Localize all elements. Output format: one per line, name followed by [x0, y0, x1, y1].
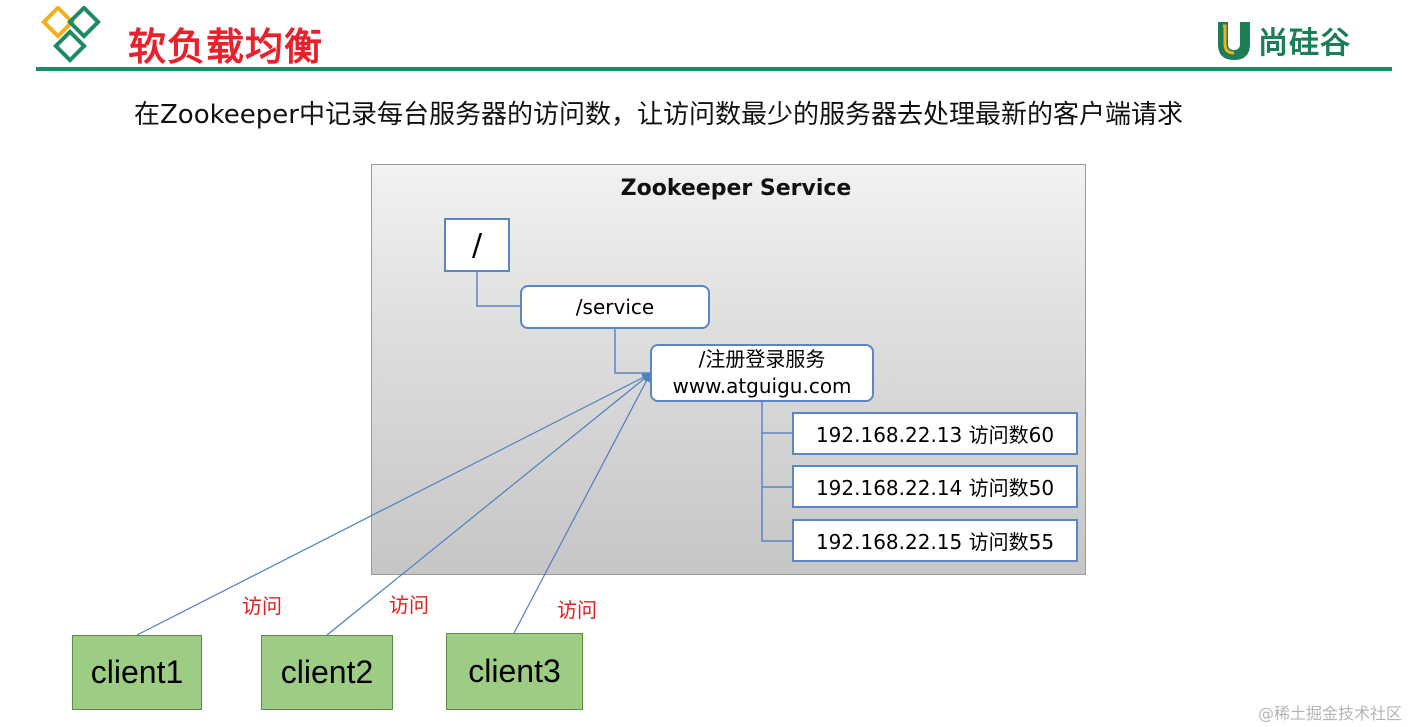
brand-logo: 尚硅谷	[1214, 18, 1351, 62]
server-node: 192.168.22.15 访问数55	[792, 519, 1078, 562]
znode-login-service-name: /注册登录服务	[698, 347, 826, 371]
watermark-text: @稀土掘金技术社区	[1258, 704, 1403, 723]
access-label: 访问	[242, 594, 282, 618]
client-node: client1	[72, 635, 202, 710]
client-node: client3	[446, 633, 583, 710]
znode-root: /	[444, 218, 510, 272]
brand-name: 尚硅谷	[1258, 26, 1351, 61]
u-badge-icon	[1218, 22, 1250, 60]
server-node: 192.168.22.14 访问数50	[792, 465, 1078, 508]
access-label: 访问	[389, 593, 429, 617]
diamond-logo-icon	[41, 6, 101, 63]
header-divider	[36, 67, 1392, 71]
znode-login-service: /注册登录服务 www.atguigu.com	[650, 344, 874, 402]
client-node: client2	[261, 635, 393, 710]
service-panel-title: Zookeeper Service	[620, 176, 852, 201]
znode-service: /service	[520, 285, 710, 329]
znode-login-service-url: www.atguigu.com	[672, 374, 852, 398]
access-label: 访问	[557, 598, 597, 622]
server-node: 192.168.22.13 访问数60	[792, 412, 1078, 455]
slide-title: 软负载均衡	[128, 25, 324, 69]
slide-subtitle: 在Zookeeper中记录每台服务器的访问数，让访问数最少的服务器去处理最新的客…	[134, 100, 1183, 130]
